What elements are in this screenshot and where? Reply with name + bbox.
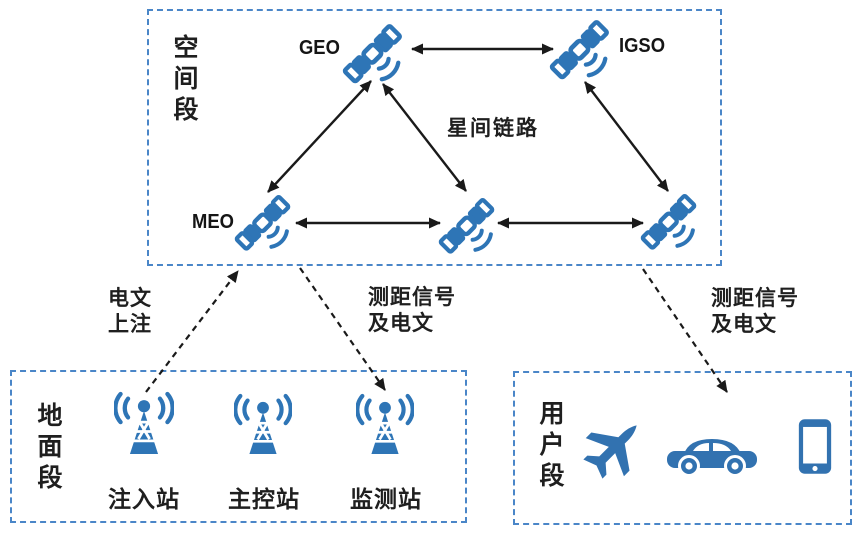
station-label-injection: 注入站 [108, 487, 180, 512]
ranging-label-line2: 及电文 [368, 311, 434, 335]
space-segment-box [147, 9, 722, 266]
ranging-label-line2: 及电文 [711, 312, 777, 336]
smartphone-icon [798, 419, 832, 474]
igso-label: IGSO [619, 35, 666, 57]
ground-segment-title: 地面段 [34, 402, 61, 495]
ranging-signal-label-ground: 测距信号 及电文 [368, 284, 456, 336]
antenna-icon-injection [114, 390, 174, 458]
space-segment-title: 空间段 [170, 34, 197, 127]
ranging-label-line1: 测距信号 [368, 285, 456, 309]
uplink-label: 电文 上注 [108, 285, 152, 337]
airplane-icon [576, 414, 648, 486]
station-label-monitor: 监测站 [350, 487, 422, 512]
ranging-label-line1: 测距信号 [711, 286, 799, 310]
meo-satellite-icon-middle [438, 196, 500, 258]
ranging-signal-label-user: 测距信号 及电文 [711, 285, 799, 337]
meo-satellite-icon-left [234, 193, 296, 255]
geo-label: GEO [299, 37, 340, 59]
uplink-label-line2: 上注 [108, 312, 152, 336]
inter-satellite-link-label: 星间链路 [447, 116, 539, 140]
antenna-icon-monitor [356, 392, 414, 458]
user-segment-title: 用户段 [536, 400, 563, 493]
meo-satellite-icon-right [640, 192, 702, 254]
meo-label: MEO [192, 211, 234, 233]
station-label-master: 主控站 [228, 487, 300, 512]
car-icon [665, 437, 759, 477]
igso-satellite-icon [549, 18, 615, 84]
antenna-icon-master [234, 392, 292, 458]
geo-satellite-icon [342, 22, 408, 88]
uplink-label-line1: 电文 [108, 286, 152, 310]
